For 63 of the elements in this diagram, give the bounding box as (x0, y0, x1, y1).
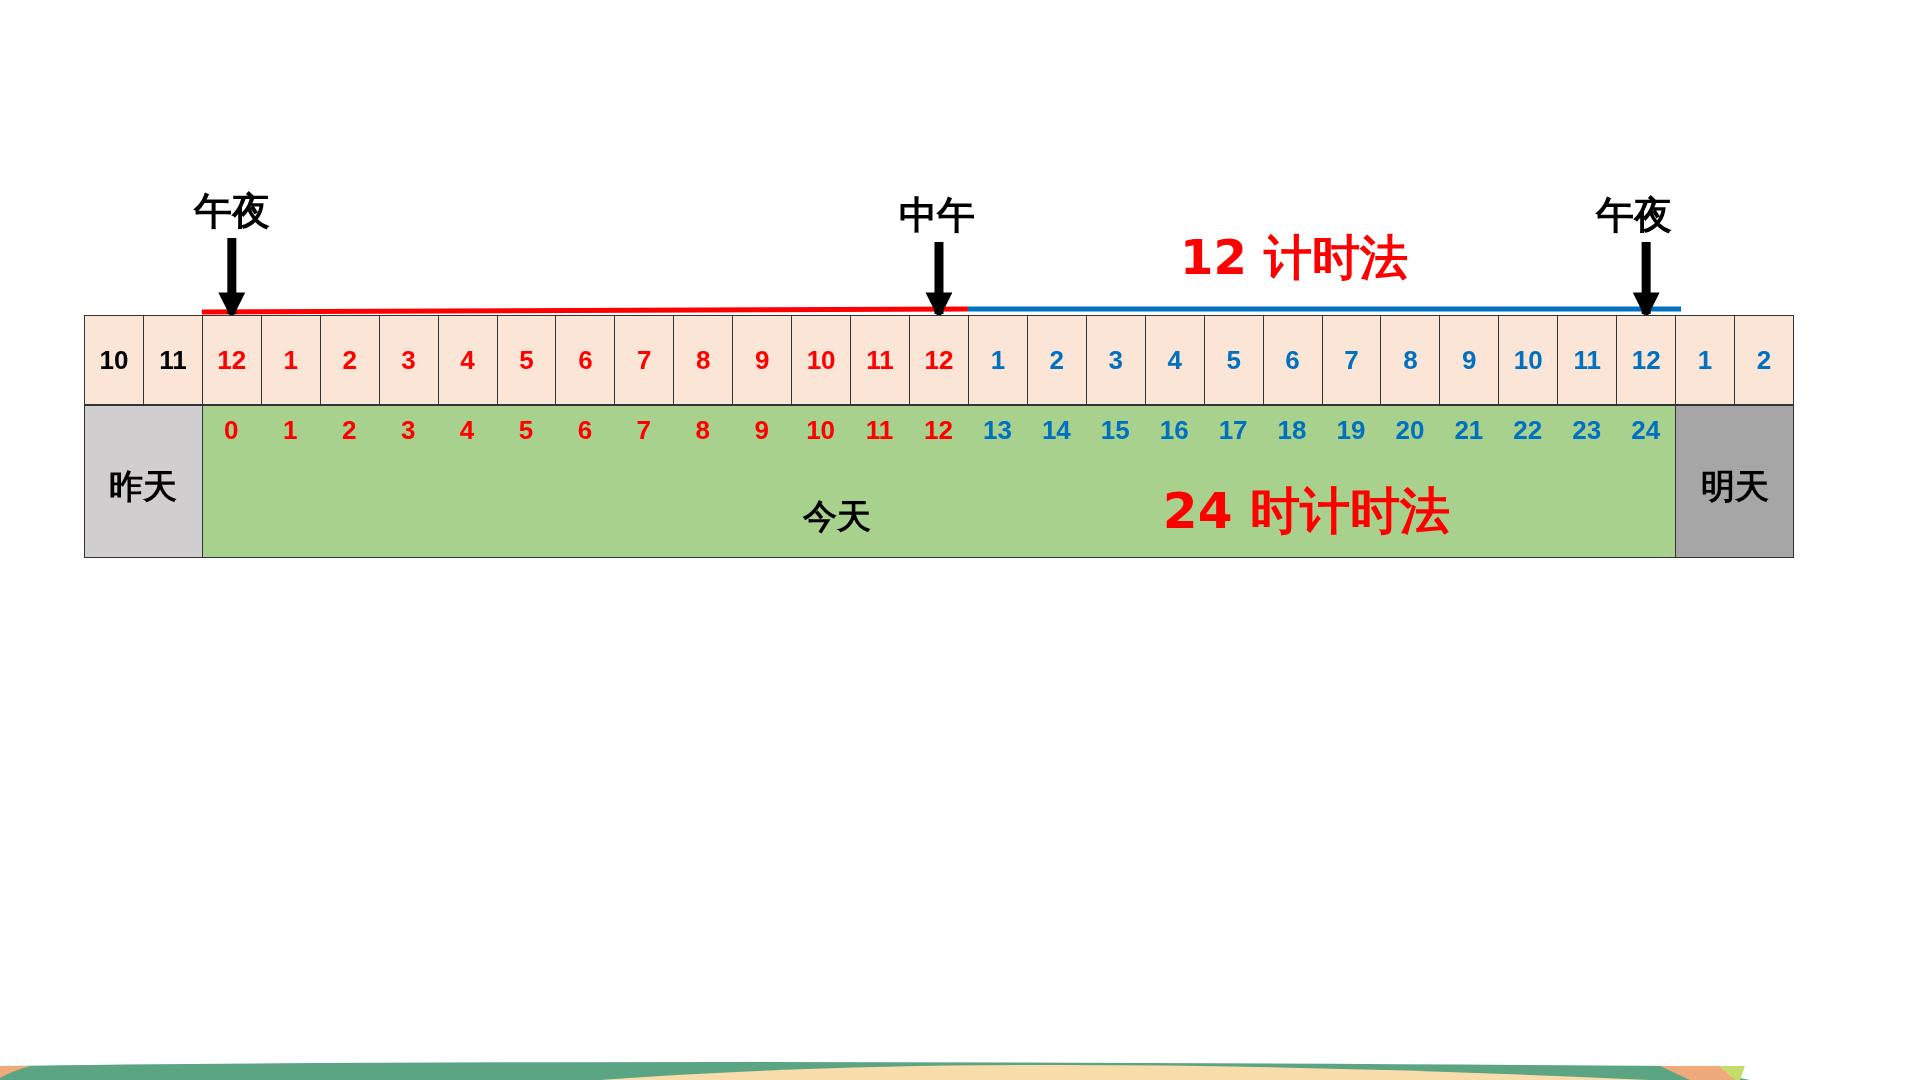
hour-cell: 11 (1557, 315, 1618, 405)
hour-cell: 9 (732, 315, 793, 405)
hour-number: 20 (1394, 415, 1426, 446)
hour-number: 0 (223, 415, 240, 446)
hour-number: 9 (753, 415, 770, 446)
hour-cell: 10 (1498, 315, 1559, 405)
midnight-label: 午夜 (1594, 190, 1674, 236)
midnight-label: 午夜 (192, 186, 272, 232)
system-title: 12 计时法 (1180, 228, 1408, 287)
hour-cell: 11 (850, 315, 910, 405)
hour-cell: 5 (496, 315, 557, 405)
hour-cell: 12 (201, 315, 262, 405)
hour-number: 10 (805, 415, 837, 446)
day-label: 今天 (802, 495, 871, 538)
hour-number: 17 (1217, 415, 1249, 446)
hour-number: 13 (981, 415, 1013, 446)
hour-number: 2 (340, 415, 358, 446)
hour-cell: 12 (909, 315, 969, 405)
hour-cell: 6 (1262, 315, 1323, 405)
hour-cell: 9 (1439, 315, 1500, 405)
hour-cell: 7 (614, 315, 675, 405)
hour-cell: 5 (1203, 315, 1264, 405)
hour-cell: 4 (437, 315, 498, 405)
hour-number: 22 (1512, 415, 1544, 446)
hour-number: 15 (1099, 415, 1131, 446)
hour-number: 11 (864, 415, 895, 446)
hour-number: 12 (923, 415, 954, 446)
hour-number: 4 (458, 415, 476, 446)
hour-number: 16 (1158, 415, 1190, 446)
hour-number: 6 (576, 415, 594, 446)
hour-number: 8 (694, 415, 711, 446)
hour-cell: 7 (1321, 315, 1382, 405)
hour-number: 14 (1040, 415, 1072, 446)
tomorrow-band: 明天 (1675, 405, 1794, 558)
hour-cell: 8 (1380, 315, 1441, 405)
noon-label: 中午 (897, 190, 977, 236)
hour-cell: 6 (555, 315, 616, 405)
hour-cell: 11 (142, 315, 203, 405)
hour-number: 21 (1453, 415, 1485, 446)
hour-cell: 1 (967, 315, 1028, 405)
hour-cell: 3 (378, 315, 439, 405)
yesterday-band: 昨天 (84, 405, 203, 558)
hour-number: 23 (1571, 415, 1603, 446)
hour-cell: 1 (260, 315, 321, 405)
hour-number: 7 (635, 415, 653, 446)
hour-cell: 1 (1675, 315, 1736, 405)
system-title: 24 时计时法 (1162, 481, 1450, 542)
hour-number: 3 (399, 415, 417, 446)
today-band (201, 405, 1677, 558)
hour-cell: 2 (319, 315, 380, 405)
hour-cell: 12 (1616, 315, 1677, 405)
hour-cell: 4 (1144, 315, 1205, 405)
hour-cell: 10 (84, 315, 144, 405)
hour-number: 19 (1335, 415, 1367, 446)
hour-number: 18 (1276, 415, 1308, 446)
hour-cell: 8 (673, 315, 734, 405)
hour-cell: 2 (1734, 315, 1794, 405)
hour-cell: 2 (1026, 315, 1087, 405)
hour-cell: 3 (1085, 315, 1146, 405)
hour-cell: 10 (791, 315, 852, 405)
hour-number: 24 (1630, 415, 1662, 446)
hour-number: 5 (517, 415, 535, 446)
hour-number: 1 (282, 415, 299, 446)
